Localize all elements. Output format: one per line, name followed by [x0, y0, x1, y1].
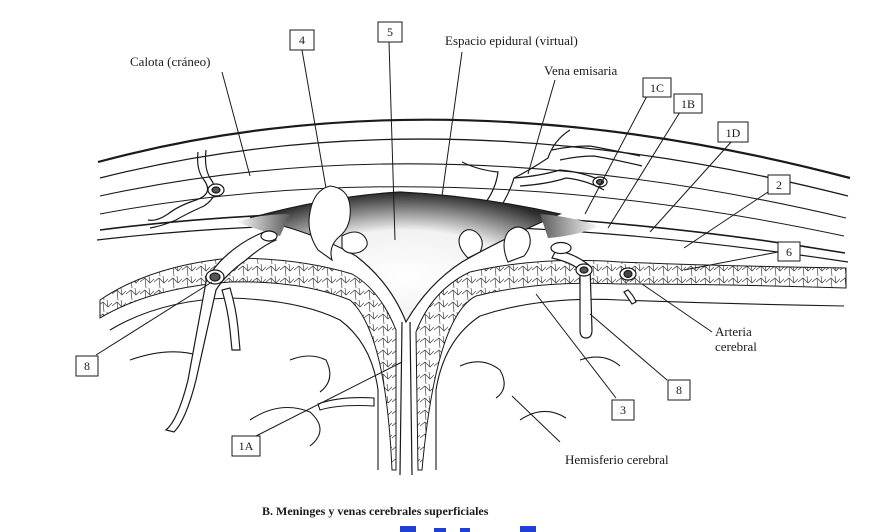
- callout-6-text: 6: [786, 245, 792, 259]
- diploic-vein: [147, 149, 225, 229]
- callout-5-text: 5: [387, 25, 393, 39]
- callout-6: 6: [777, 241, 801, 262]
- label-hemisferio: Hemisferio cerebral: [565, 452, 669, 467]
- figure-caption: B. Meninges y venas cerebrales superfici…: [262, 504, 489, 518]
- callout-1C-text: 1C: [650, 81, 664, 95]
- lateral-lacuna-right: [540, 214, 600, 238]
- callout-1C: 1C: [642, 77, 672, 98]
- callout-5: 5: [377, 21, 403, 43]
- callout-4-text: 4: [299, 33, 305, 47]
- callout-1A: 1A: [231, 435, 261, 457]
- label-espacio-epidural: Espacio epidural (virtual): [445, 33, 578, 48]
- superficial-cerebral-vein-right: [550, 241, 637, 339]
- callout-3: 3: [611, 399, 635, 421]
- label-calota: Calota (cráneo): [130, 54, 210, 69]
- callout-8-right-text: 8: [676, 383, 682, 397]
- lateral-lacuna-left: [236, 214, 290, 236]
- cerebral-hemispheres: [109, 297, 845, 470]
- arachnoid-granulations: [308, 185, 531, 263]
- callout-8-right: 8: [667, 379, 691, 401]
- callout-4: 4: [289, 29, 315, 51]
- callout-2: 2: [767, 174, 791, 195]
- label-cerebral: cerebral: [715, 339, 757, 354]
- callout-8-left-text: 8: [84, 359, 90, 373]
- falx-cerebri: [399, 321, 413, 476]
- footer-partial-marks: [400, 526, 536, 532]
- leader-lines: [95, 41, 779, 443]
- callout-1A-text: 1A: [239, 439, 254, 453]
- bridging-vein: [317, 397, 375, 411]
- callout-1D-text: 1D: [726, 126, 741, 140]
- callout-1D: 1D: [717, 121, 749, 143]
- callout-8-left: 8: [75, 355, 99, 377]
- label-vena-emisaria: Vena emisaria: [544, 63, 618, 78]
- label-arteria: Arteria: [715, 324, 752, 339]
- callout-1B-text: 1B: [681, 97, 695, 111]
- callout-1B: 1B: [673, 93, 703, 114]
- callout-3-text: 3: [620, 403, 626, 417]
- superficial-cerebral-vein-left: [164, 230, 278, 433]
- callout-2-text: 2: [776, 178, 782, 192]
